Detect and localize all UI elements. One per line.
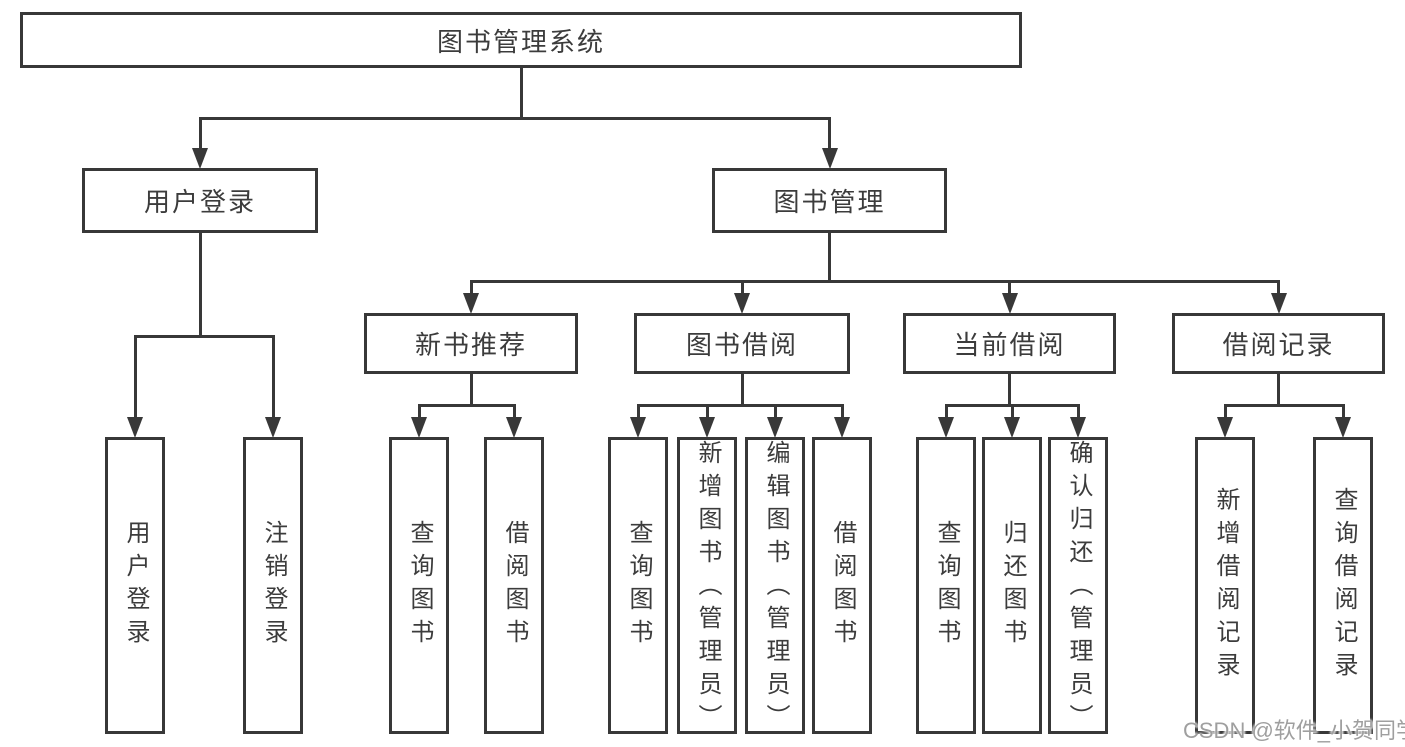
arrowhead-icon-leaf-query-borrow-rec xyxy=(1335,417,1351,438)
connector-drop-leaf-confirm-return xyxy=(1076,405,1080,419)
node-label-leaf-borrow-books-2: 借阅图书 xyxy=(829,519,856,652)
node-leaf-user-login: 用户登录 xyxy=(105,437,165,734)
node-label-new-book-rec: 新书推荐 xyxy=(414,330,527,360)
connector-bus-book-mgmt xyxy=(469,279,1280,283)
connector-drop-leaf-logout xyxy=(271,336,275,419)
connector-drop-leaf-query-books-3 xyxy=(944,405,948,419)
node-leaf-logout: 注销登录 xyxy=(243,437,303,734)
arrowhead-icon-user-login xyxy=(192,148,208,169)
node-leaf-query-books-2: 查询图书 xyxy=(608,437,668,734)
node-leaf-query-books-1: 查询图书 xyxy=(389,437,449,734)
node-label-book-borrow: 图书借阅 xyxy=(685,330,798,360)
connector-drop-new-book-rec xyxy=(469,281,473,295)
node-label-leaf-user-login: 用户登录 xyxy=(122,519,149,652)
node-label-leaf-query-borrow-rec: 查询借阅记录 xyxy=(1330,486,1357,685)
node-label-book-mgmt: 图书管理 xyxy=(773,187,886,217)
connector-stub-borrow-records xyxy=(1277,374,1280,407)
node-label-leaf-confirm-return: 确认归还（管理员） xyxy=(1065,440,1092,737)
connector-drop-leaf-return-book xyxy=(1010,405,1014,419)
connector-drop-leaf-query-books-2 xyxy=(636,405,640,419)
arrowhead-icon-leaf-borrow-books-2 xyxy=(834,417,850,438)
connector-drop-current-borrow xyxy=(1008,281,1011,295)
arrowhead-icon-leaf-query-books-2 xyxy=(630,417,646,438)
node-leaf-add-borrow-rec: 新增借阅记录 xyxy=(1195,437,1255,734)
arrowhead-icon-leaf-user-login xyxy=(127,417,143,438)
node-current-borrow: 当前借阅 xyxy=(903,313,1116,374)
arrowhead-icon-leaf-confirm-return xyxy=(1070,417,1086,438)
node-label-leaf-borrow-books-1: 借阅图书 xyxy=(501,519,528,652)
watermark: CSDN @软件_小贺同学 xyxy=(1183,718,1405,743)
node-leaf-borrow-books-1: 借阅图书 xyxy=(484,437,544,734)
connector-bus-new-book-rec xyxy=(417,403,516,407)
node-label-leaf-query-books-2: 查询图书 xyxy=(625,519,652,652)
arrowhead-icon-leaf-borrow-books-1 xyxy=(506,417,522,438)
connector-drop-leaf-edit-book xyxy=(773,405,777,419)
arrowhead-icon-current-borrow xyxy=(1001,293,1018,314)
node-label-leaf-query-books-3: 查询图书 xyxy=(933,519,960,652)
arrowhead-icon-leaf-add-borrow-rec xyxy=(1217,417,1233,438)
node-leaf-query-borrow-rec: 查询借阅记录 xyxy=(1313,437,1373,734)
arrowhead-icon-leaf-edit-book xyxy=(767,417,783,438)
node-book-borrow: 图书借阅 xyxy=(634,313,850,374)
arrowhead-icon-leaf-query-books-3 xyxy=(938,417,954,438)
node-label-leaf-logout: 注销登录 xyxy=(260,519,287,652)
connector-drop-book-mgmt xyxy=(828,118,831,150)
node-leaf-return-book: 归还图书 xyxy=(982,437,1042,734)
connector-bus-book-borrow xyxy=(636,403,844,407)
connector-stub-book-borrow xyxy=(740,374,744,407)
node-label-leaf-query-books-1: 查询图书 xyxy=(406,519,433,652)
node-leaf-add-book: 新增图书（管理员） xyxy=(677,437,737,737)
connector-drop-leaf-borrow-books-1 xyxy=(512,405,516,419)
node-label-borrow-records: 借阅记录 xyxy=(1222,330,1335,360)
arrowhead-icon-borrow-records xyxy=(1270,293,1287,314)
connector-stub-new-book-rec xyxy=(469,374,473,407)
node-user-login: 用户登录 xyxy=(82,168,318,233)
node-label-leaf-add-borrow-rec: 新增借阅记录 xyxy=(1212,486,1239,685)
node-leaf-borrow-books-2: 借阅图书 xyxy=(812,437,872,734)
connector-stub-current-borrow xyxy=(1008,374,1011,407)
node-leaf-confirm-return: 确认归还（管理员） xyxy=(1048,437,1108,737)
node-book-mgmt: 图书管理 xyxy=(712,168,947,233)
connector-bus-root xyxy=(198,116,831,120)
arrowhead-icon-book-borrow xyxy=(734,293,750,314)
connector-drop-leaf-add-borrow-rec xyxy=(1223,405,1227,419)
connector-drop-borrow-records xyxy=(1277,281,1280,295)
connector-drop-leaf-query-books-1 xyxy=(417,405,421,419)
connector-drop-leaf-user-login xyxy=(133,336,137,419)
node-new-book-rec: 新书推荐 xyxy=(364,313,578,374)
connector-drop-leaf-query-borrow-rec xyxy=(1341,405,1345,419)
arrowhead-icon-book-mgmt xyxy=(821,148,838,169)
node-label-leaf-add-book: 新增图书（管理员） xyxy=(694,440,721,737)
connector-stub-book-mgmt xyxy=(828,233,831,283)
connector-drop-user-login xyxy=(198,118,202,150)
node-borrow-records: 借阅记录 xyxy=(1172,313,1385,374)
arrowhead-icon-leaf-query-books-1 xyxy=(411,417,427,438)
node-label-root: 图书管理系统 xyxy=(436,26,605,57)
node-label-user-login: 用户登录 xyxy=(143,187,256,217)
node-leaf-query-books-3: 查询图书 xyxy=(916,437,976,734)
node-label-current-borrow: 当前借阅 xyxy=(953,330,1066,360)
arrowhead-icon-new-book-rec xyxy=(463,293,479,314)
connector-drop-leaf-borrow-books-2 xyxy=(840,405,844,419)
node-root: 图书管理系统 xyxy=(20,12,1022,68)
connector-drop-leaf-add-book xyxy=(705,405,709,419)
connector-stub-user-login xyxy=(198,233,202,338)
node-leaf-edit-book: 编辑图书（管理员） xyxy=(745,437,805,737)
connector-drop-book-borrow xyxy=(740,281,744,295)
arrowhead-icon-leaf-return-book xyxy=(1004,417,1020,438)
arrowhead-icon-leaf-logout xyxy=(265,417,281,438)
connector-bus-user-login xyxy=(133,334,275,338)
node-label-leaf-edit-book: 编辑图书（管理员） xyxy=(762,440,789,737)
node-label-leaf-return-book: 归还图书 xyxy=(999,519,1026,652)
connector-stub-root xyxy=(519,68,523,120)
connector-bus-borrow-records xyxy=(1223,403,1345,407)
arrowhead-icon-leaf-add-book xyxy=(699,417,715,438)
